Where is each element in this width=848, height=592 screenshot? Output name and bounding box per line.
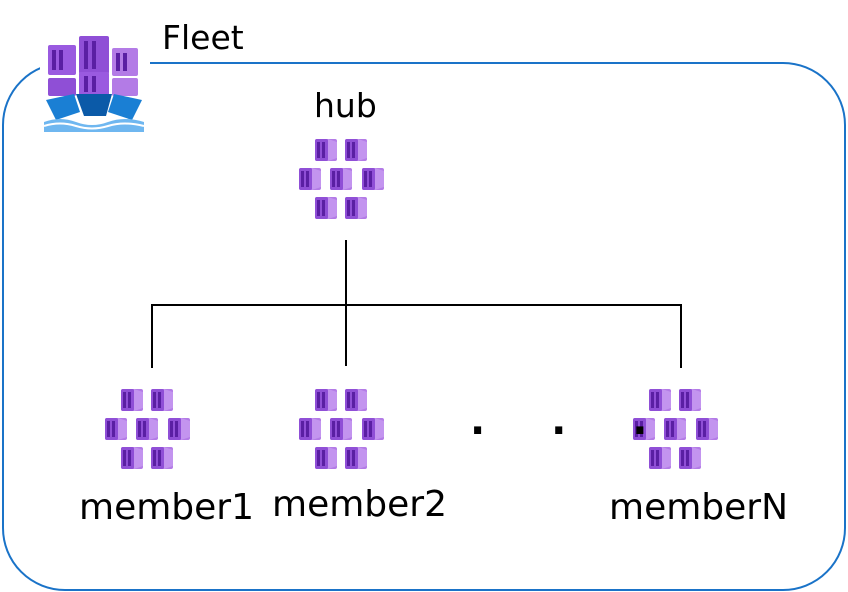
member2-label: member2 [272,484,447,525]
member2-cluster-icon [299,389,384,469]
hub-cluster-icon [299,139,384,219]
member1-label: member1 [79,487,254,528]
fleet-boundary [2,62,846,591]
member1-cluster-icon [105,389,190,469]
more-members-ellipsis: . . . [470,398,674,444]
fleet-label: Fleet [162,18,244,57]
memberN-label: memberN [609,487,789,528]
hub-member-connectors [151,240,682,368]
hub-label: hub [314,86,377,125]
fleet-ship-icon [40,36,150,136]
